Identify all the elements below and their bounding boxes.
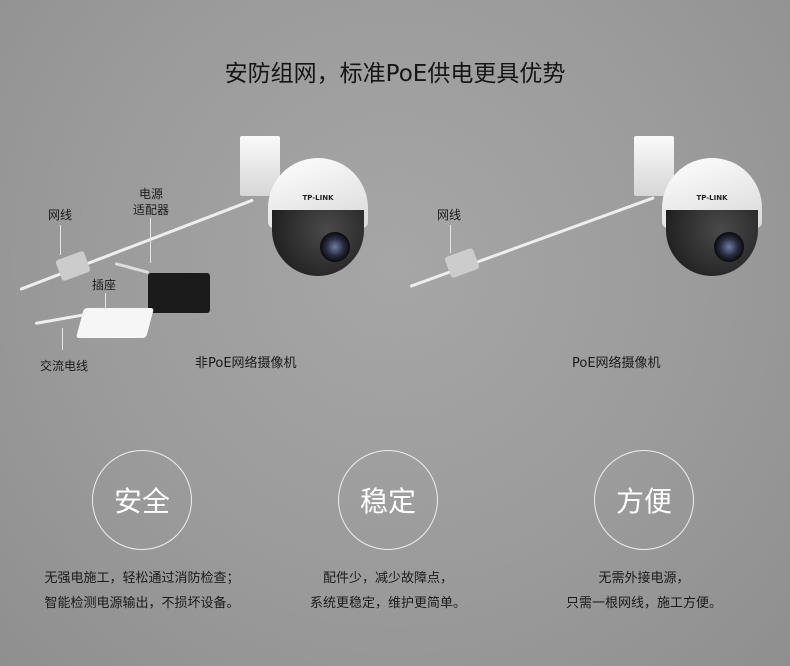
desc-line: 无需外接电源， [598,571,690,586]
pointer-line [150,218,151,263]
label-adapter: 适配器 [133,203,170,217]
rj45-connector-icon [55,250,91,282]
desc-line: 系统更稳定，维护更简单。 [309,596,466,611]
feature-desc-convenient: 无需外接电源， 只需一根网线，施工方便。 [514,566,774,616]
camera-image: TP-LINK [634,136,762,296]
label-network-cable: 网线 [48,208,73,222]
lens-icon [714,232,744,262]
desc-line: 无强电施工，轻松通过消防检查； [44,571,240,586]
page-title: 安防组网，标准PoE供电更具优势 [224,61,566,87]
pointer-line [450,225,451,253]
feature-desc-safe: 无强电施工，轻松通过消防检查； 智能检测电源输出，不损坏设备。 [12,566,272,616]
feature-desc-stable: 配件少，减少故障点， 系统更稳定，维护更简单。 [258,566,518,616]
power-socket-icon [75,308,155,338]
feature-circle-stable: 稳定 [338,450,438,550]
desc-line: 智能检测电源输出，不损坏设备。 [44,596,240,611]
pointer-line [105,293,106,308]
label-ac-cable: 交流电线 [40,359,89,373]
desc-line: 配件少，减少故障点， [322,571,453,586]
brand-logo: TP-LINK [696,194,728,202]
label-power: 电源 [139,187,164,201]
brand-logo: TP-LINK [302,194,334,202]
camera-image: TP-LINK [240,136,368,296]
caption-poe: PoE网络摄像机 [572,356,661,371]
pointer-line [62,328,63,350]
ac-cable [34,313,85,325]
label-socket: 插座 [92,278,117,292]
feature-circle-safe: 安全 [92,450,192,550]
adapter-cable [114,262,150,275]
pointer-line [60,225,61,255]
caption-non-poe: 非PoE网络摄像机 [195,356,297,371]
desc-line: 只需一根网线，施工方便。 [565,596,722,611]
lens-icon [320,232,350,262]
feature-circle-convenient: 方便 [594,450,694,550]
power-adapter-icon [148,273,210,313]
label-network-cable: 网线 [437,208,462,222]
